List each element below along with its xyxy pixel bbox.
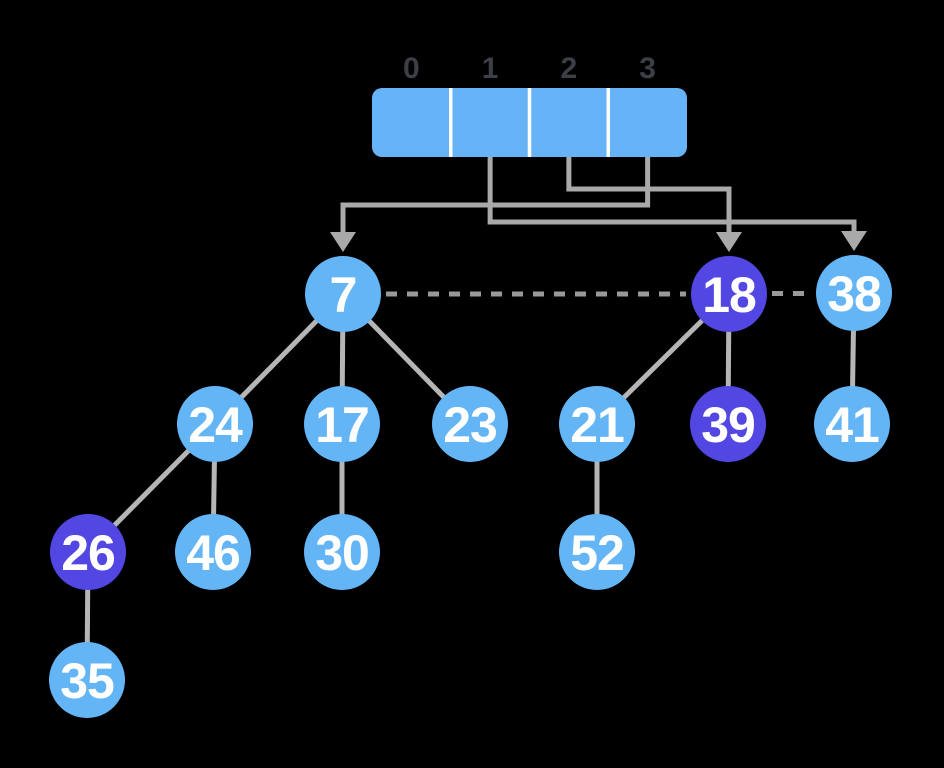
heap-node-value: 39 [701, 397, 755, 453]
heap-node-circle [49, 642, 125, 718]
heap-node-value: 21 [570, 397, 624, 453]
heap-node-38: 38 [816, 255, 892, 331]
heap-node-value: 38 [827, 266, 881, 322]
heap-node-circle [690, 386, 766, 462]
arrowhead-icon [330, 232, 356, 252]
heap-node-circle [50, 514, 126, 590]
heap-node-circle [691, 256, 767, 332]
array-cell-divider [606, 88, 610, 157]
heap-node-circle [559, 386, 635, 462]
heap-node-circle [177, 386, 253, 462]
heap-node-18: 18 [691, 256, 767, 332]
heap-node-circle [304, 514, 380, 590]
heap-node-23: 23 [432, 386, 508, 462]
heap-node-value: 41 [825, 397, 879, 453]
arrowhead-icon [841, 231, 867, 251]
heap-node-circle [814, 386, 890, 462]
bucket-array: 0 1 2 3 [372, 52, 687, 157]
heap-node-26: 26 [50, 514, 126, 590]
heap-node-value: 24 [188, 397, 243, 453]
heap-node-circle [305, 256, 381, 332]
heap-node-value: 7 [330, 267, 357, 323]
array-index-label-0: 0 [403, 52, 420, 85]
heap-node-17: 17 [304, 386, 380, 462]
heap-node-21: 21 [559, 386, 635, 462]
heap-node-24: 24 [177, 386, 253, 462]
heap-node-value: 17 [315, 397, 369, 453]
heap-node-value: 18 [702, 267, 756, 323]
heap-node-value: 26 [61, 525, 115, 581]
heap-node-value: 23 [443, 397, 497, 453]
pointer-line [487, 157, 857, 231]
pointer-line [340, 157, 651, 232]
heap-node-52: 52 [559, 514, 635, 590]
array-cell-divider [527, 88, 532, 157]
heap-node-value: 35 [60, 653, 114, 709]
heap-node-39: 39 [690, 386, 766, 462]
heap-node-value: 46 [186, 525, 240, 581]
array-pointer-1-to-38 [487, 157, 867, 251]
array-index-label-2: 2 [561, 52, 578, 85]
heap-node-circle [175, 514, 251, 590]
heap-node-circle [559, 514, 635, 590]
heap-node-41: 41 [814, 386, 890, 462]
array-pointer-3-to-7 [330, 157, 651, 252]
heap-node-circle [432, 386, 508, 462]
heap-node-35: 35 [49, 642, 125, 718]
heap-node-circle [304, 386, 380, 462]
heap-node-30: 30 [304, 514, 380, 590]
arrowhead-icon [716, 232, 742, 252]
array-index-label-1: 1 [482, 52, 499, 85]
heap-node-value: 52 [570, 525, 624, 581]
heap-node-7: 7 [305, 256, 381, 332]
array-index-label-3: 3 [639, 52, 656, 85]
heap-node-46: 46 [175, 514, 251, 590]
heap-node-circle [816, 255, 892, 331]
heap-node-value: 30 [315, 525, 369, 581]
array-cell-divider [449, 88, 453, 157]
